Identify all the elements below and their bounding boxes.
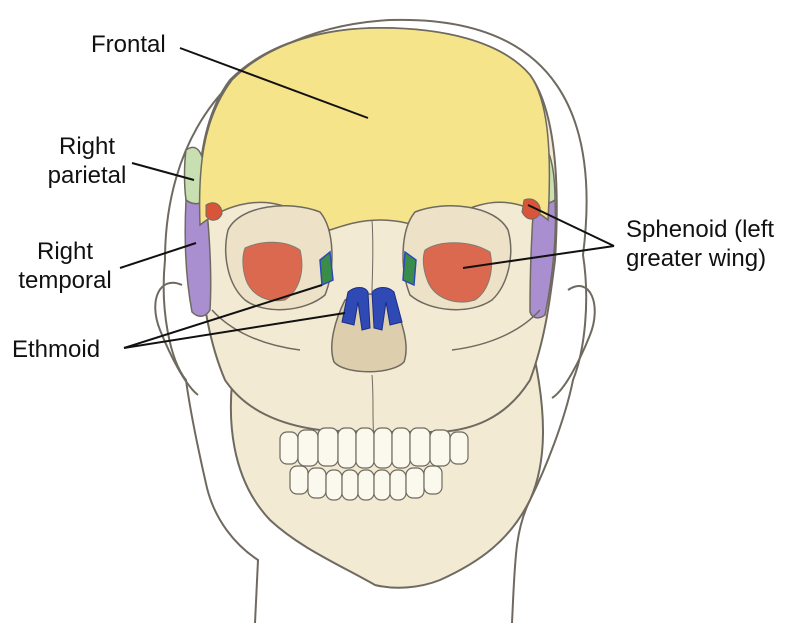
- right-ear: [154, 281, 199, 396]
- left-temporal-bone: [529, 198, 557, 319]
- right-sphenoid-spot: [205, 202, 223, 221]
- label-right-temporal-line1: Right: [36, 238, 94, 265]
- cheekbones: [211, 309, 541, 351]
- frontal-bone: [198, 27, 551, 231]
- label-right-parietal-line1: Right: [58, 133, 116, 160]
- sphenoid-leader-temple: [527, 204, 615, 247]
- temporal-leader: [119, 242, 197, 269]
- left-orbit-sphenoid: [422, 242, 492, 303]
- label-sphenoid: Sphenoid (left greater wing): [626, 215, 774, 273]
- label-sphenoid-line1: Sphenoid (left: [626, 216, 775, 243]
- ethmoid-leader-nose: [123, 312, 346, 349]
- left-sphenoid-greater-wing: [521, 198, 541, 220]
- ethmoid-bone-left: [371, 287, 403, 331]
- lower-teeth: [289, 465, 443, 501]
- leader-lines: [119, 47, 615, 349]
- head-outline: [162, 18, 588, 624]
- left-ethmoid-sliver: [402, 250, 417, 287]
- label-right-parietal-line2: parietal: [47, 162, 127, 189]
- ethmoid-bone: [341, 287, 371, 331]
- label-sphenoid-line2: greater wing): [626, 245, 767, 272]
- right-ethmoid-sliver: [319, 250, 334, 287]
- label-right-temporal-line2: temporal: [18, 267, 112, 294]
- label-ethmoid: Ethmoid: [12, 336, 101, 363]
- sphenoid-leader-orbit: [462, 245, 615, 269]
- ethmoid-leader-right: [123, 284, 323, 349]
- label-frontal: Frontal: [91, 31, 166, 58]
- label-right-temporal: Right temporal: [10, 237, 120, 295]
- upper-teeth: [279, 427, 469, 469]
- right-orbit-sphenoid: [242, 241, 303, 302]
- parietal-leader: [131, 162, 195, 181]
- frontal-leader: [179, 47, 369, 119]
- label-right-parietal: Right parietal: [37, 132, 137, 190]
- left-ear: [551, 285, 596, 399]
